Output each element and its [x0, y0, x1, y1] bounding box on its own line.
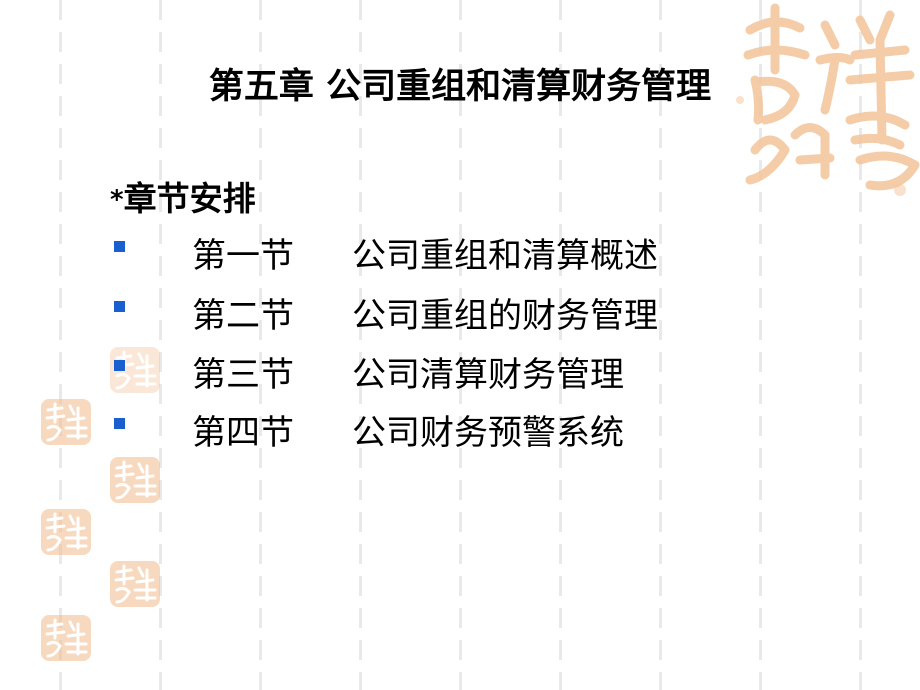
seal-stamp — [41, 399, 91, 445]
seal-stamp — [41, 615, 91, 661]
list-item: 第三节 公司清算财务管理 — [114, 347, 814, 395]
square-bullet-icon — [114, 360, 125, 371]
section-number: 第二节 — [192, 296, 294, 336]
seal-stamp — [110, 561, 160, 607]
square-bullet-icon — [114, 301, 125, 312]
seal-stamp — [110, 457, 160, 503]
list-item: 第一节 公司重组和清算概述 — [114, 228, 814, 276]
section-name: 公司财务预警系统 — [352, 413, 624, 453]
list-item: 第四节 公司财务预警系统 — [114, 405, 814, 453]
seal-stamp — [41, 509, 91, 555]
section-heading-text: 章节安排 — [123, 179, 256, 218]
square-bullet-icon — [114, 418, 125, 429]
section-number: 第三节 — [192, 355, 294, 395]
slide-title: 第五章 公司重组和清算财务管理 — [208, 67, 712, 107]
section-name: 公司清算财务管理 — [352, 355, 624, 395]
section-name: 公司重组的财务管理 — [352, 296, 658, 336]
asterisk-marker: * — [110, 185, 124, 215]
section-heading: *章节安排 — [110, 172, 256, 220]
square-bullet-icon — [114, 241, 125, 252]
section-name: 公司重组和清算概述 — [352, 236, 658, 276]
section-number: 第一节 — [192, 236, 294, 276]
section-number: 第四节 — [192, 413, 294, 453]
list-item: 第二节 公司重组的财务管理 — [114, 288, 814, 336]
calligraphy-decoration — [736, 3, 920, 196]
